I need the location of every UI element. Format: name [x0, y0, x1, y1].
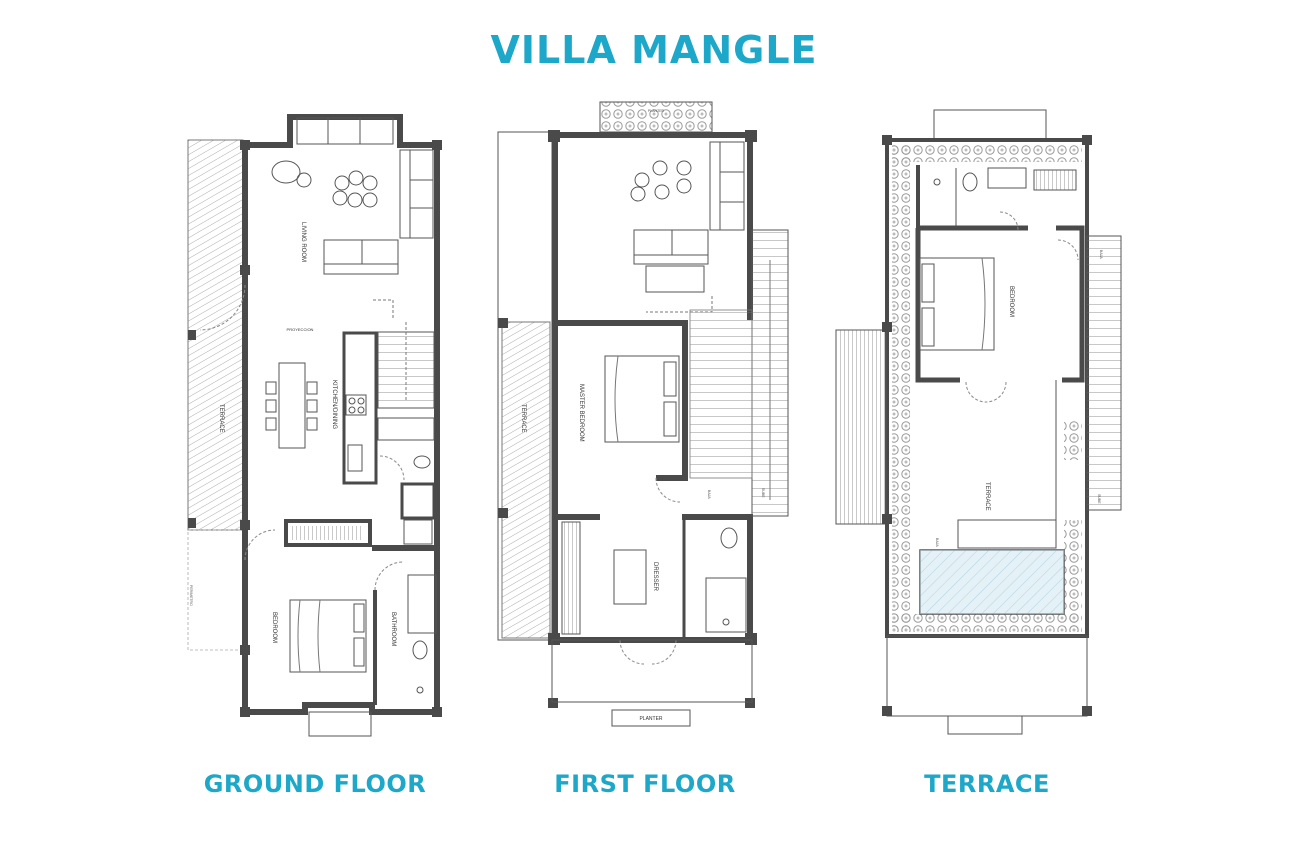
ground-floor-label: GROUND FLOOR	[203, 770, 427, 798]
ground-terrace-deck	[187, 139, 244, 531]
terrace-baja2-label: BAJA	[935, 538, 939, 547]
terrace-baja-label: BAJA	[1099, 250, 1103, 259]
ground-living-label: LIVING ROOM	[300, 222, 306, 262]
first-master-label: MASTER BEDROOM	[578, 384, 584, 442]
ground-terrace-label: TERRACE	[218, 404, 224, 433]
first-planter-top-label: PLANTER	[648, 109, 665, 113]
ground-kitchen-label: KITCHEN/DINING	[331, 380, 337, 429]
terrace-terrace-label: TERRACE	[984, 482, 990, 511]
first-baja-label: BAJA	[707, 490, 711, 499]
first-terrace-deck	[501, 321, 551, 639]
first-dresser-label: DRESSER	[652, 562, 658, 592]
page-title: VILLA MANGLE	[490, 28, 818, 72]
terrace-sube-label: SUBE	[1097, 494, 1101, 504]
terrace-bedroom-label: BEDROOM	[1008, 286, 1014, 317]
first-planter-label: PLANTER	[639, 716, 662, 722]
ground-bedroom-label: BEDROOM	[271, 612, 277, 643]
first-floor-plan: PLANTER	[497, 101, 789, 727]
ground-perimeter-label: PERIMETRO	[189, 585, 193, 606]
terrace-label: TERRACE	[924, 770, 1050, 798]
first-sube-label: SUBE	[761, 488, 765, 498]
first-terrace-label: TERRACE	[520, 404, 526, 433]
ground-projection-label: PROYECCION	[287, 327, 314, 332]
terrace-plan: BEDROOM TERRACE BAJA SUBE BAJA	[835, 109, 1122, 735]
ground-floor-plan: LIVING ROOM TERRACE PROYECCION KITCHEN/D…	[187, 114, 442, 737]
ground-bathroom-label: BATHROOM	[390, 612, 396, 646]
first-floor-label: FIRST FLOOR	[554, 770, 736, 798]
ground-walls	[242, 114, 440, 715]
